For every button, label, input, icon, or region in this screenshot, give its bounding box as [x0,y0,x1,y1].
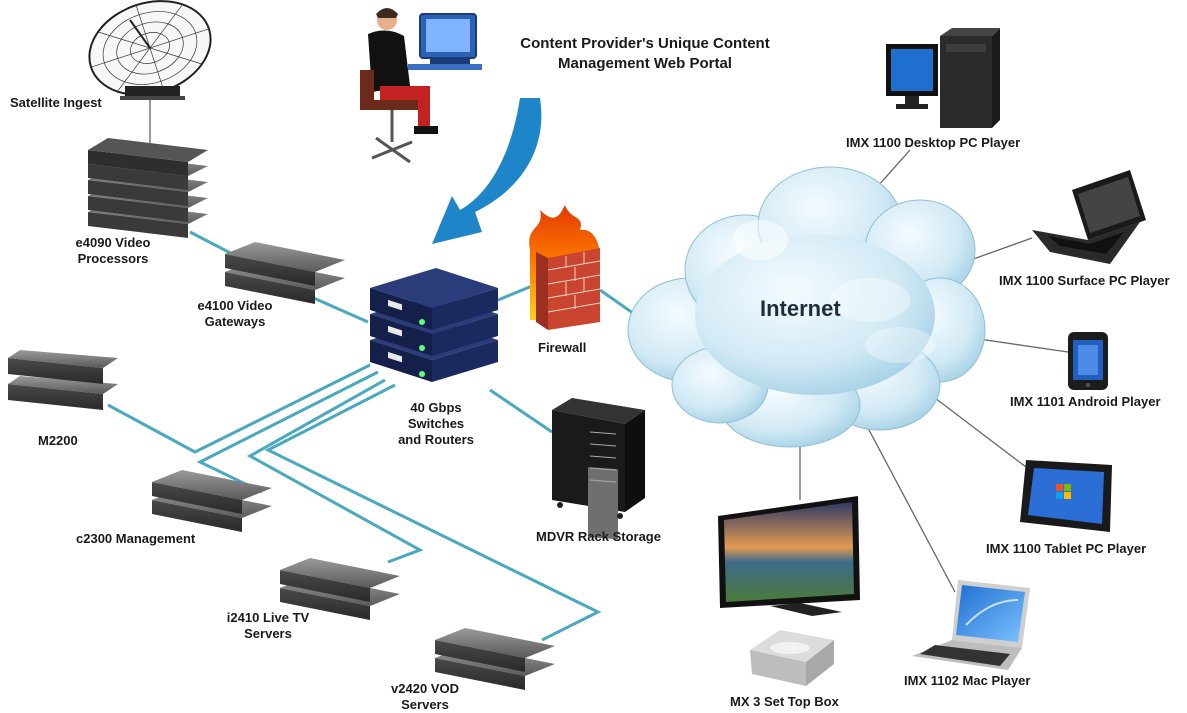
e4100-gateway-servers [225,242,345,304]
v2420-vod-servers [435,628,555,690]
firewall-label: Firewall [538,340,587,355]
client-links [799,149,1069,593]
v2420-label-line1: v2420 VOD [391,681,459,696]
switch-router-stack-icon [370,268,498,382]
cable-i2410-switch [246,378,424,564]
link-surface [964,237,1033,263]
set-top-box-label: MX 3 Set Top Box [730,694,839,709]
c2300-management-servers [152,470,272,532]
surface-laptop-icon [1032,170,1146,264]
android-player-label: IMX 1101 Android Player [1010,394,1161,409]
portal-title-line1: Content Provider's Unique Content [520,35,770,52]
switches-label-line2: Switches [407,416,465,431]
e4090-label-line2: Processors [77,251,149,266]
e4100-label: e4100 Video Gateways [180,298,290,330]
surface-player-label: IMX 1100 Surface PC Player [999,273,1170,288]
c2300-label: c2300 Management [76,531,196,546]
mdvr-label: MDVR Rack Storage [536,529,661,544]
tv-icon [718,496,860,616]
satellite-ingest-label: Satellite Ingest [10,95,102,110]
switches-label-line1: 40 Gbps [410,400,462,415]
e4090-label: e4090 Video Processors [58,235,168,267]
portal-title-line2: Management Web Portal [558,55,732,72]
e4100-label-line1: e4100 Video [197,298,273,313]
portal-title: Content Provider's Unique Content Manage… [490,34,800,74]
m2200-servers [8,350,118,410]
v2420-label-line2: Servers [401,697,449,712]
mdvr-rack-icon [552,398,645,540]
e4100-label-line2: Gateways [204,314,266,329]
satellite-dish-icon [88,0,212,100]
cable-m2200-switch [107,363,371,454]
cable-c2300-switch [196,370,379,494]
e4090-label-line1: e4090 Video [75,235,151,250]
internet-cloud [627,166,986,448]
i2410-label-line1: i2410 Live TV [226,610,310,625]
tablet-icon [1020,460,1112,532]
set-top-box-icon [750,630,834,686]
switches-label: 40 Gbps Switches and Routers [386,400,486,448]
tablet-player-label: IMX 1100 Tablet PC Player [986,541,1147,556]
android-phone-icon [1068,332,1108,390]
link-desktop [877,149,911,187]
cable-v2420-switch [264,383,602,642]
person-at-computer-icon [360,8,482,164]
cable-switch-firewall [497,284,533,302]
i2410-live-tv-servers [280,558,400,620]
internet-label: Internet [760,296,841,321]
cable-switch-mdvr [489,388,553,434]
firewall-icon [529,205,601,330]
i2410-label-line2: Servers [244,626,292,641]
switches-label-line3: and Routers [398,432,474,447]
v2420-label: v2420 VOD Servers [370,681,480,713]
mac-player-label: IMX 1102 Mac Player [904,673,1031,688]
mac-laptop-icon [912,580,1030,670]
e4090-processor-stack [88,138,208,238]
desktop-player-label: IMX 1100 Desktop PC Player [846,135,1021,150]
desktop-pc-icon [886,28,1000,128]
link-tablet [934,397,1031,471]
link-android [971,337,1069,353]
curved-arrow-icon [432,98,542,244]
link-mac [867,427,956,593]
m2200-label: M2200 [38,433,78,448]
i2410-label: i2410 Live TV Servers [213,610,323,642]
